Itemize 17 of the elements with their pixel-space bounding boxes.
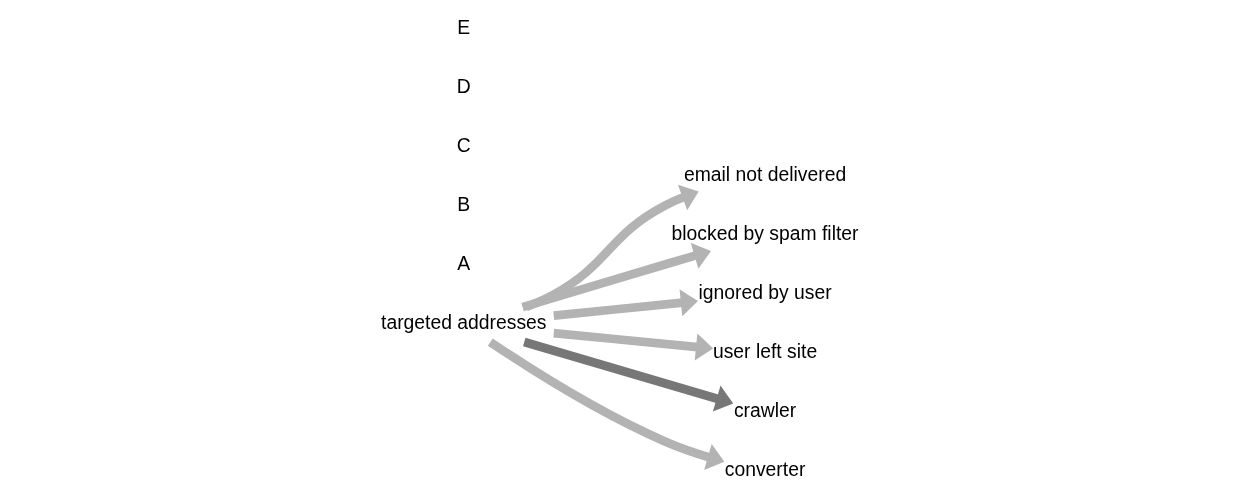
- arrow: [552, 328, 713, 361]
- node-text: blocked by spam filter: [671, 222, 858, 245]
- arrow: [552, 289, 698, 320]
- arrow: [487, 338, 724, 470]
- label: A: [456, 252, 470, 275]
- node-text: user left site: [712, 340, 817, 363]
- label: C: [456, 134, 471, 157]
- node-text: converter: [724, 458, 805, 481]
- label: B: [456, 193, 470, 216]
- label: E: [456, 16, 470, 39]
- node-text: crawler: [733, 399, 796, 422]
- node-text: email not delivered: [683, 163, 846, 186]
- label: D: [456, 75, 471, 98]
- node-text: ignored by user: [697, 281, 832, 304]
- arrow: [520, 242, 711, 312]
- node-text: targeted addresses: [380, 311, 547, 334]
- arrow: [522, 337, 733, 412]
